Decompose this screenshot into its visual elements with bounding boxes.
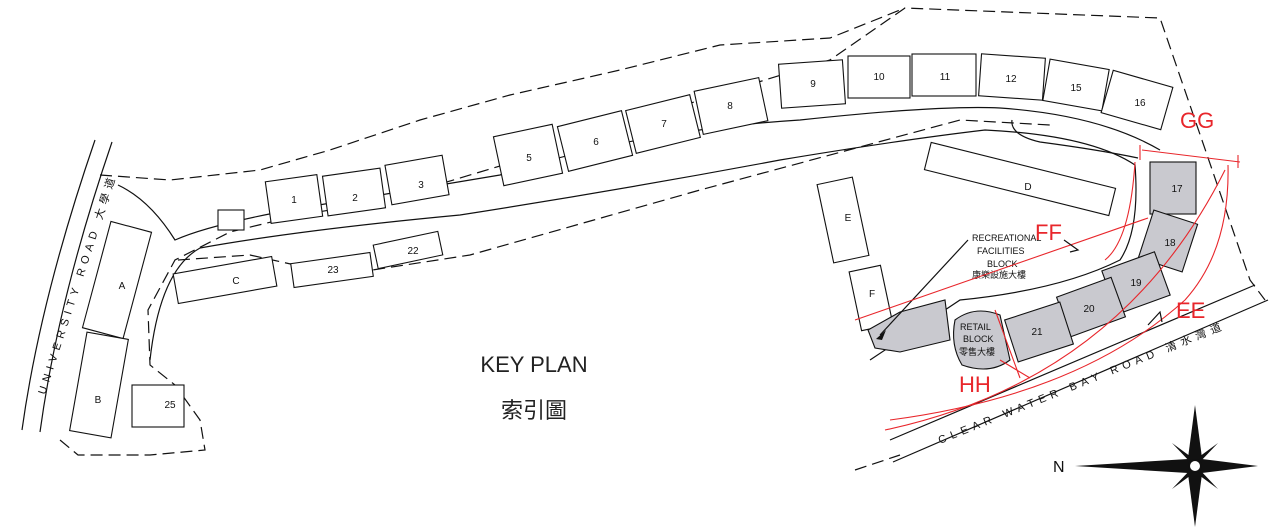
section-hh-label: HH — [959, 372, 991, 397]
block-e — [816, 176, 870, 264]
section-ee-line — [884, 161, 1226, 431]
site-boundary-south — [177, 119, 1051, 471]
key-plan-title: KEY PLAN — [480, 352, 587, 377]
towers-north — [264, 53, 1174, 225]
highlighted-towers — [867, 161, 1199, 370]
section-hh-line — [994, 309, 1031, 379]
block-a — [81, 220, 153, 340]
label-tower-10: 10 — [873, 72, 885, 83]
tower-11 — [911, 53, 977, 97]
label-tower-18: 18 — [1164, 238, 1176, 249]
university-road-edge-outer — [21, 139, 96, 431]
section-gg-line — [1139, 145, 1241, 168]
section-ee-label: EE — [1176, 298, 1205, 323]
label-tower-17: 17 — [1171, 184, 1183, 195]
tower-3 — [384, 154, 450, 206]
label-tower-3: 3 — [418, 180, 424, 191]
site-boundary — [59, 7, 1266, 456]
arrow-marker-ee — [1147, 310, 1163, 326]
label-tower-5: 5 — [526, 153, 532, 164]
tower-7 — [624, 94, 702, 154]
label-block-b: B — [95, 395, 102, 406]
recreational-block-shape — [867, 299, 951, 353]
tower-5 — [492, 123, 564, 187]
section-gg-label: GG — [1180, 108, 1214, 133]
label-block-a: A — [119, 281, 126, 292]
label-tower-19: 19 — [1130, 278, 1142, 289]
access-road-inner-loop — [1011, 119, 1139, 159]
clear-water-bay-road-edge-2 — [892, 299, 1269, 463]
tower-21 — [1003, 301, 1075, 363]
tower-23 — [290, 251, 374, 289]
retail-block-shape — [953, 310, 1011, 370]
retail-block-label: RETAIL BLOCK 零售大樓 — [959, 322, 995, 357]
tower-12 — [978, 53, 1046, 101]
section-lines: GG FF EE HH — [854, 108, 1241, 431]
tower-6 — [556, 110, 634, 172]
towers-south — [68, 141, 1117, 439]
tower-15 — [1042, 58, 1110, 112]
north-arrow-icon — [1075, 405, 1258, 527]
tower-10 — [847, 55, 911, 99]
recreational-label-2: FACILITIES — [977, 246, 1025, 256]
block-d — [923, 141, 1117, 217]
tower-17 — [1149, 161, 1197, 215]
label-tower-9: 9 — [810, 79, 816, 90]
label-block-c: C — [232, 276, 239, 287]
university-road-edge-inner — [39, 141, 113, 433]
retail-label-2: BLOCK — [963, 334, 994, 344]
label-tower-23: 23 — [327, 265, 339, 276]
label-tower-25: 25 — [164, 400, 176, 411]
north-label: N — [1053, 459, 1065, 476]
label-tower-16: 16 — [1134, 98, 1146, 109]
recreational-leader-line — [879, 239, 969, 336]
tower-8 — [693, 76, 769, 136]
label-tower-2: 2 — [352, 193, 358, 204]
label-block-d: D — [1024, 182, 1031, 193]
label-block-f: F — [869, 289, 875, 300]
arrow-marker-ff — [1063, 239, 1080, 253]
tower-9 — [777, 59, 847, 109]
site-boundary-north — [99, 7, 906, 181]
recreational-facilities-label: RECREATIONAL FACILITIES BLOCK 康樂設施大樓 — [876, 233, 1041, 340]
label-tower-15: 15 — [1070, 83, 1082, 94]
label-tower-8: 8 — [727, 101, 733, 112]
label-tower-22: 22 — [407, 246, 419, 257]
tower-16 — [1100, 69, 1174, 131]
label-block-e: E — [845, 213, 852, 224]
recreational-leader-arrow — [876, 330, 886, 340]
section-ff-label: FF — [1035, 220, 1062, 245]
recreational-label-zh: 康樂設施大樓 — [972, 269, 1026, 280]
label-tower-6: 6 — [593, 137, 599, 148]
label-tower-20: 20 — [1083, 304, 1095, 315]
clear-water-bay-road-edge-1 — [889, 284, 1256, 441]
access-road-south-edge — [149, 129, 1137, 361]
recreational-label-3: BLOCK — [987, 259, 1018, 269]
tower-1 — [264, 173, 324, 225]
retail-label-zh: 零售大樓 — [959, 346, 995, 357]
section-ff-line — [854, 217, 1149, 321]
label-tower-11: 11 — [940, 72, 951, 83]
tower-labels: 1 2 3 5 6 7 8 9 10 11 12 15 16 17 18 19 … — [95, 72, 1183, 411]
block-c — [172, 255, 278, 305]
block-b — [68, 331, 130, 439]
tower-22 — [372, 230, 444, 270]
key-plan-title-zh: 索引圖 — [501, 398, 567, 423]
label-tower-21: 21 — [1031, 327, 1043, 338]
tower-2 — [321, 167, 387, 217]
label-tower-7: 7 — [661, 119, 667, 130]
tower-25 — [131, 384, 185, 428]
small-structure — [217, 209, 245, 231]
retail-label-1: RETAIL — [960, 322, 991, 332]
label-tower-1: 1 — [291, 195, 297, 206]
recreational-label-1: RECREATIONAL — [972, 233, 1041, 243]
label-tower-12: 12 — [1005, 74, 1017, 85]
